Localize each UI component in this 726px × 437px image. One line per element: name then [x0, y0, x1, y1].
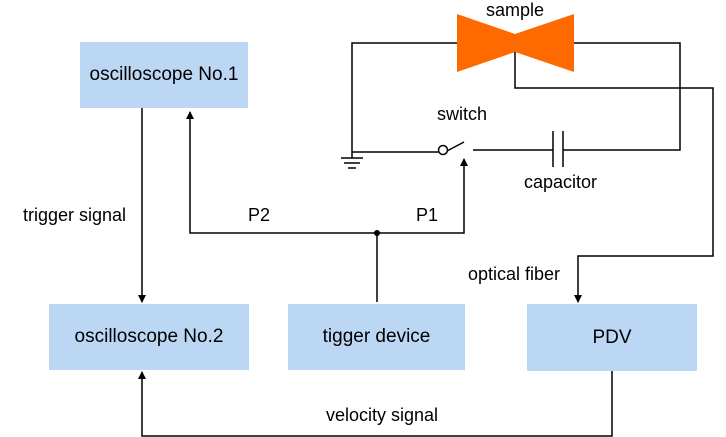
wire-sample-ground: [351, 42, 457, 152]
pdv-box: PDV: [527, 304, 697, 371]
pdv-label: PDV: [592, 326, 632, 348]
switch-blade: [446, 141, 465, 152]
p2-line: [186, 111, 377, 234]
velocity-signal-label: velocity signal: [326, 405, 439, 425]
velocity-signal-line: [138, 371, 613, 437]
capacitor-icon: [552, 131, 564, 167]
wire-capacitor-sample: [563, 42, 681, 151]
oscilloscope-1-box: oscilloscope No.1: [80, 42, 248, 108]
capacitor-label: capacitor: [524, 172, 598, 192]
trigger-signal-label: trigger signal: [23, 205, 127, 225]
trigger-device-box: tigger device: [288, 304, 465, 370]
sample-label: sample: [486, 0, 545, 20]
p1-label: P1: [416, 205, 439, 225]
optical-fiber-line: [514, 52, 714, 303]
ground-icon: [341, 157, 363, 169]
p2-label: P2: [248, 205, 271, 225]
p1-line: [377, 158, 468, 234]
oscilloscope-2-box: oscilloscope No.2: [49, 304, 249, 370]
switch-contact-icon: [437, 144, 449, 156]
optical-fiber-label: optical fiber: [468, 264, 561, 284]
trigger-device-label: tigger device: [322, 326, 431, 347]
oscilloscope-1-label: oscilloscope No.1: [89, 64, 239, 85]
switch-label: switch: [437, 104, 488, 124]
sample-shape: [457, 14, 574, 72]
oscilloscope-2-label: oscilloscope No.2: [74, 326, 224, 347]
